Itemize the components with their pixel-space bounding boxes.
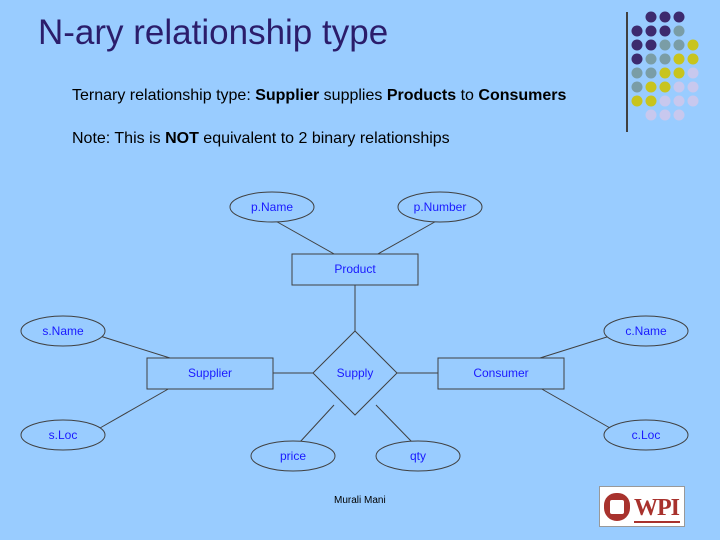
attr-cloc-ellipse <box>603 419 689 451</box>
decorative-dot <box>673 39 685 51</box>
attr-sloc-ellipse <box>20 419 106 451</box>
entity-consumer-label: Consumer <box>473 366 528 380</box>
decorative-dot <box>645 95 657 107</box>
decorative-dot <box>645 81 657 93</box>
attr-sname-ellipse <box>20 315 106 347</box>
decorative-dot <box>687 67 699 79</box>
decorative-dot <box>659 95 671 107</box>
edge-pname-product <box>271 218 337 256</box>
decorative-dot <box>673 67 685 79</box>
decorative-dot <box>645 39 657 51</box>
decorative-dot <box>645 109 657 121</box>
ternary-mid2: to <box>456 87 479 104</box>
attr-cname-ellipse <box>603 315 689 347</box>
attr-pname-label: p.Name <box>251 200 293 214</box>
edge-cloc-consumer <box>539 387 611 429</box>
logo-wordmark: WPI <box>634 495 680 521</box>
decorative-dot <box>659 25 671 37</box>
decorative-dot <box>631 53 643 65</box>
edge-price-supply <box>299 404 335 443</box>
decorative-dot <box>631 81 643 93</box>
decorative-dot <box>687 53 699 65</box>
entity-product-box <box>291 253 419 286</box>
decorative-dot <box>645 25 657 37</box>
attr-pname-ellipse <box>229 191 315 223</box>
attr-sname-label: s.Name <box>42 324 84 338</box>
decorative-dot <box>673 81 685 93</box>
decorative-dot-grid <box>631 11 699 121</box>
edge-pnumber-product <box>375 218 441 256</box>
decorative-dot <box>659 81 671 93</box>
decorative-dot <box>645 53 657 65</box>
decorative-dot <box>659 39 671 51</box>
decorative-dot <box>673 95 685 107</box>
logo-underline <box>634 521 680 523</box>
divider-line <box>626 12 628 132</box>
slide-title: N-ary relationship type <box>38 13 389 52</box>
edge-sloc-supplier <box>99 387 171 429</box>
edge-cname-consumer <box>539 335 611 359</box>
note-text: Note: This is NOT equivalent to 2 binary… <box>72 130 450 148</box>
decorative-dot <box>687 95 699 107</box>
seal-icon <box>604 493 630 521</box>
decorative-dot <box>631 39 643 51</box>
entity-consumer-box <box>437 357 565 390</box>
ternary-prefix: Ternary relationship type: <box>72 87 256 104</box>
decorative-dot <box>687 39 699 51</box>
not-term: NOT <box>165 130 199 147</box>
entity-supplier-label: Supplier <box>188 366 232 380</box>
edge-sname-supplier <box>99 335 171 359</box>
decorative-dot <box>659 53 671 65</box>
decorative-dot <box>673 53 685 65</box>
decorative-dot <box>645 11 657 23</box>
wpi-logo: WPI <box>599 486 685 527</box>
decorative-dot <box>659 109 671 121</box>
attr-sloc-label: s.Loc <box>49 428 78 442</box>
decorative-dot <box>673 11 685 23</box>
decorative-dot <box>687 81 699 93</box>
entity-supplier-box <box>146 357 274 390</box>
decorative-dot <box>659 11 671 23</box>
attr-pnumber-label: p.Number <box>414 200 467 214</box>
decorative-dot <box>631 95 643 107</box>
products-term: Products <box>386 87 457 104</box>
edge-qty-supply <box>375 404 413 443</box>
ternary-mid1: supplies <box>319 87 387 104</box>
attr-cloc-label: c.Loc <box>632 428 661 442</box>
attr-price-label: price <box>280 449 306 463</box>
decorative-dot <box>673 109 685 121</box>
attr-qty-ellipse <box>375 440 461 472</box>
ternary-description: Ternary relationship type: Supplier supp… <box>72 87 566 105</box>
footer-author: Murali Mani <box>334 495 386 506</box>
attr-pnumber-ellipse <box>397 191 483 223</box>
attr-price-ellipse <box>250 440 336 472</box>
relationship-supply-diamond <box>312 330 398 416</box>
supplier-term: Supplier <box>255 87 320 104</box>
decorative-dot <box>659 67 671 79</box>
relationship-supply-label: Supply <box>337 366 374 380</box>
note-prefix: Note: This is <box>72 130 166 147</box>
attr-qty-label: qty <box>410 449 426 463</box>
note-suffix: equivalent to 2 binary relationships <box>198 130 450 147</box>
attr-cname-label: c.Name <box>625 324 667 338</box>
decorative-dot <box>631 25 643 37</box>
consumers-term: Consumers <box>478 87 567 104</box>
decorative-dot <box>673 25 685 37</box>
entity-product-label: Product <box>334 262 376 276</box>
decorative-dot <box>645 67 657 79</box>
decorative-dot <box>631 67 643 79</box>
